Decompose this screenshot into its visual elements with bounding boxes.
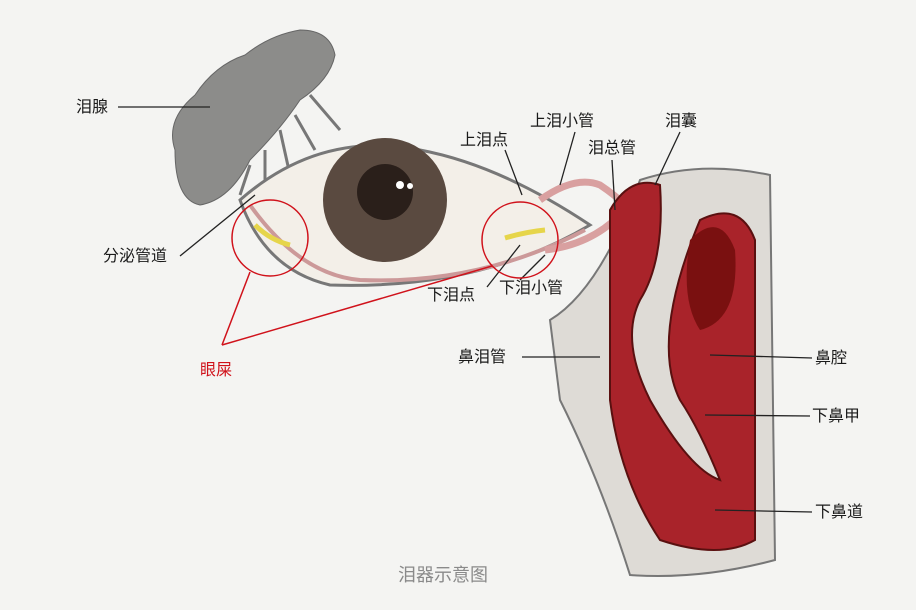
label-upper-punctum: 上泪点 bbox=[460, 130, 509, 149]
label-inferior-turbinate: 下鼻甲 bbox=[812, 406, 861, 425]
label-eye-discharge: 眼屎 bbox=[200, 360, 233, 379]
label-upper-canaliculus: 上泪小管 bbox=[530, 111, 595, 130]
diagram-caption: 泪器示意图 bbox=[398, 565, 488, 586]
label-lower-canaliculus: 下泪小管 bbox=[499, 278, 564, 297]
lacrimal-gland-shape bbox=[172, 29, 342, 206]
label-nasal-cavity: 鼻腔 bbox=[815, 348, 848, 367]
eye-shape bbox=[238, 138, 593, 287]
label-lacrimal-sac: 泪囊 bbox=[665, 111, 698, 130]
leader-lines bbox=[118, 106, 813, 513]
label-inferior-meatus: 下鼻道 bbox=[815, 502, 864, 521]
label-lower-punctum: 下泪点 bbox=[427, 285, 476, 304]
label-secretory-ducts: 分泌管道 bbox=[103, 246, 168, 265]
label-common-canaliculus: 泪总管 bbox=[588, 138, 637, 157]
label-lacrimal-gland: 泪腺 bbox=[76, 97, 109, 116]
nasal-section-shape bbox=[548, 167, 777, 577]
eye-discharge-highlights bbox=[221, 199, 559, 346]
label-nasolacrimal-duct: 鼻泪管 bbox=[458, 347, 507, 366]
